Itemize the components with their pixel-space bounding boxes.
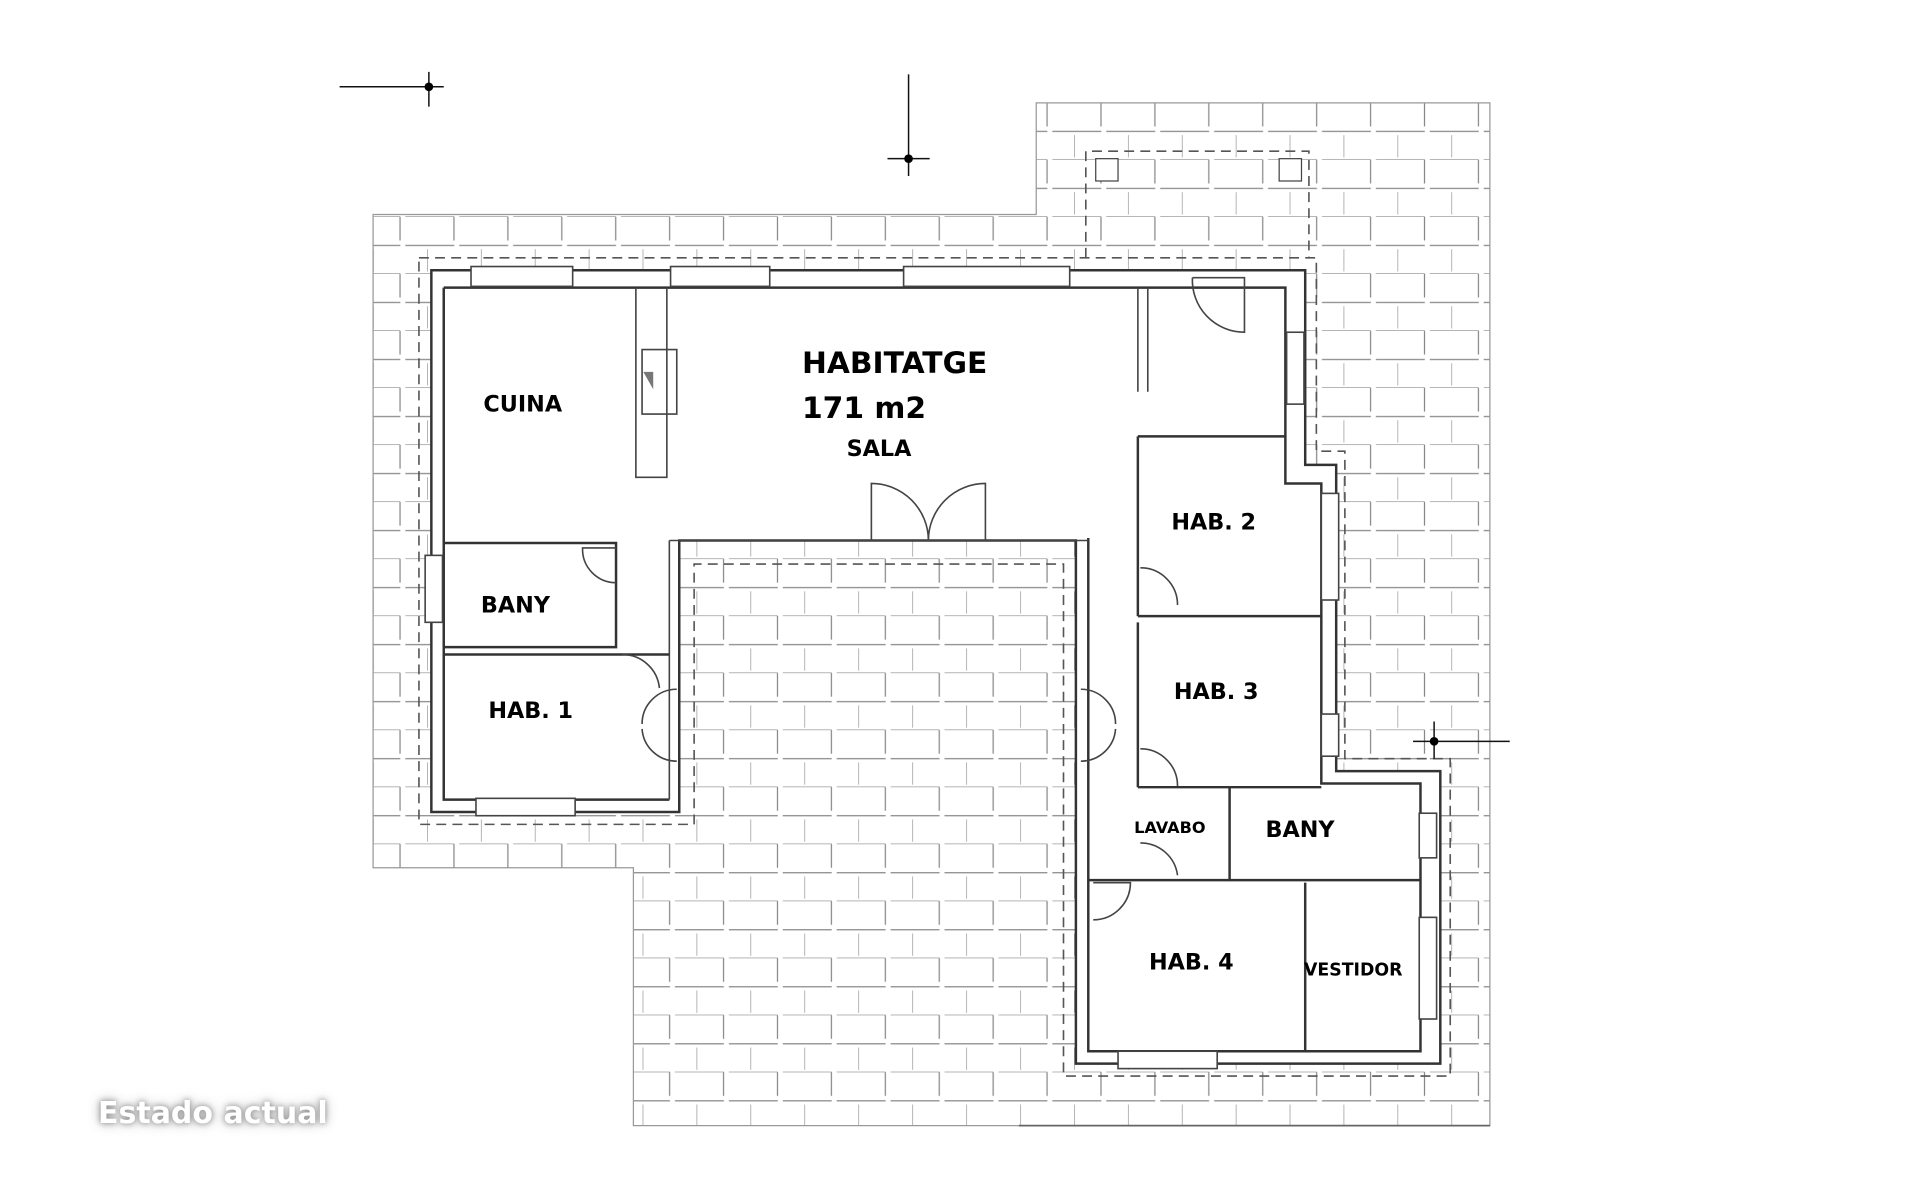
- room-label-vestidor: VESTIDOR: [1304, 961, 1403, 981]
- doors: [581, 276, 1246, 921]
- plan-area: 171 m2: [802, 391, 926, 426]
- windows: [424, 265, 1438, 1070]
- room-label-bany-1: BANY: [481, 592, 551, 618]
- labels: HABITATGE 171 m2 CUINA SALA BANY HAB. 1 …: [481, 346, 1403, 980]
- pillars: [1095, 158, 1303, 182]
- eave-outline: [418, 150, 1452, 1077]
- room-label-hab-2: HAB. 2: [1171, 509, 1256, 535]
- plan-title: HABITATGE: [802, 346, 987, 381]
- room-label-bany-2: BANY: [1266, 817, 1336, 843]
- room-label-hab-3: HAB. 3: [1174, 679, 1259, 705]
- room-label-sala: SALA: [847, 436, 913, 462]
- room-label-hab-4: HAB. 4: [1149, 949, 1234, 975]
- room-label-lavabo: LAVABO: [1134, 818, 1205, 837]
- watermark: Estado actual: [98, 1096, 328, 1131]
- room-label-hab-1: HAB. 1: [488, 698, 573, 724]
- reference-markers: [339, 71, 1510, 759]
- room-label-cuina: CUINA: [483, 392, 562, 418]
